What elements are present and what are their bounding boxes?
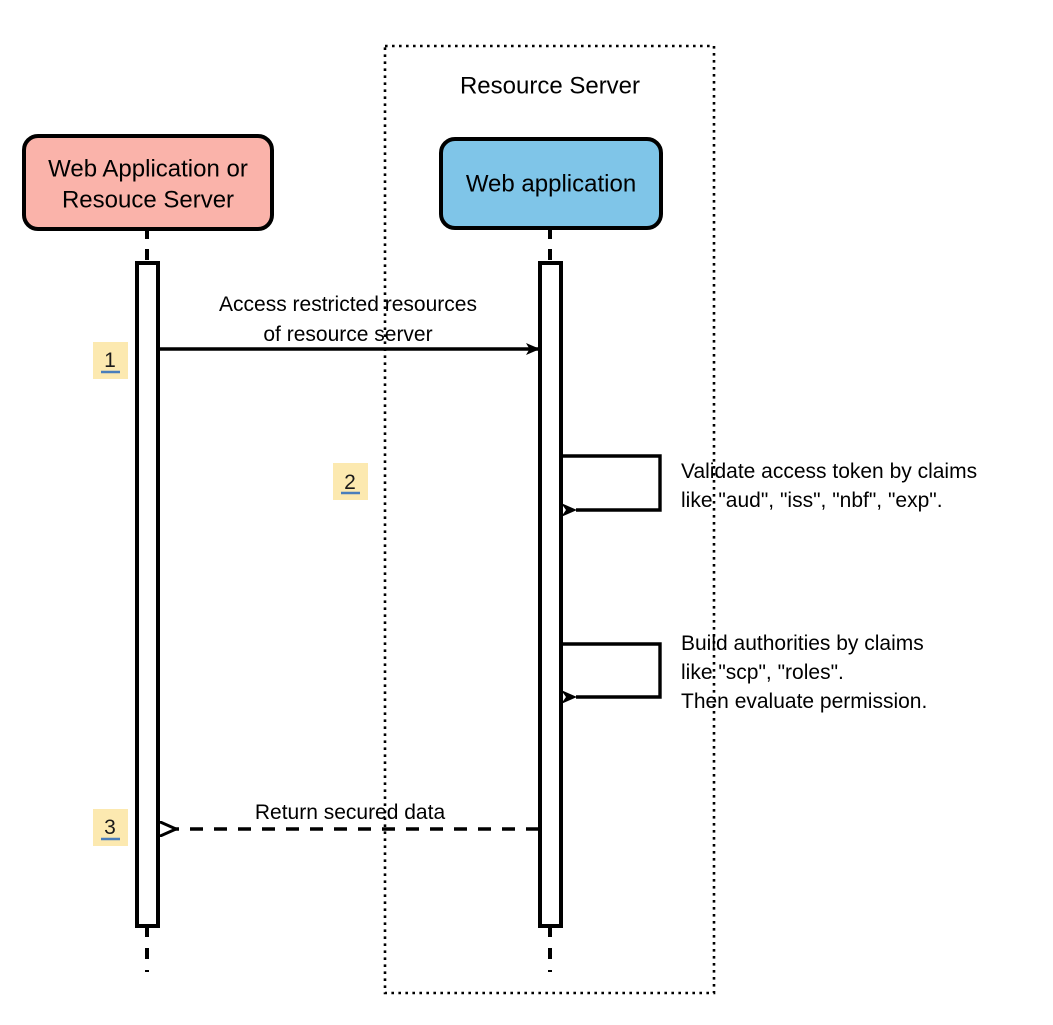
message-3-label-line2: like "scp", "roles".: [681, 661, 844, 684]
resource-server-frame-title: Resource Server: [460, 72, 640, 99]
participant-client-label-line2: Resouce Server: [62, 186, 234, 213]
message-4[interactable]: Return secured data: [175, 801, 539, 829]
participant-server-label-line1: Web application: [466, 170, 636, 197]
badge-3: 3: [93, 809, 128, 846]
participant-client-box: [22, 134, 274, 231]
badge-2-number: 2: [344, 471, 356, 494]
badge-3-number: 3: [104, 816, 116, 839]
participant-client-label-line1: Web Application or: [48, 155, 248, 182]
message-2-self-arrow: [561, 454, 662, 517]
message-3-label-line1: Build authorities by claims: [681, 632, 924, 655]
badge-2: 2: [333, 463, 368, 500]
message-3-self-arrow: [561, 642, 662, 704]
participant-server-box: [439, 137, 663, 230]
message-2[interactable]: Validate access token by claims like "au…: [561, 454, 977, 517]
message-2-label-line1: Validate access token by claims: [681, 460, 977, 483]
resource-server-frame: Resource Server: [383, 44, 716, 995]
client-activation-bar: [135, 261, 160, 928]
server-activation-bar: [538, 261, 563, 928]
message-1-label-line2: of resource server: [263, 323, 432, 346]
badge-1: 1: [93, 342, 128, 379]
message-1-label-line1: Access restricted resources: [219, 293, 477, 316]
badge-1-number: 1: [104, 349, 116, 372]
message-1[interactable]: Access restricted resources of resource …: [158, 293, 540, 355]
message-3[interactable]: Build authorities by claims like "scp", …: [561, 632, 927, 713]
message-2-label-line2: like "aud", "iss", "nbf", "exp".: [681, 489, 943, 512]
message-3-label-line3: Then evaluate permission.: [681, 690, 927, 713]
message-4-label-line1: Return secured data: [255, 801, 446, 824]
participant-client[interactable]: Web Application or Resouce Server: [22, 134, 274, 231]
participant-server[interactable]: Web application: [439, 137, 663, 230]
